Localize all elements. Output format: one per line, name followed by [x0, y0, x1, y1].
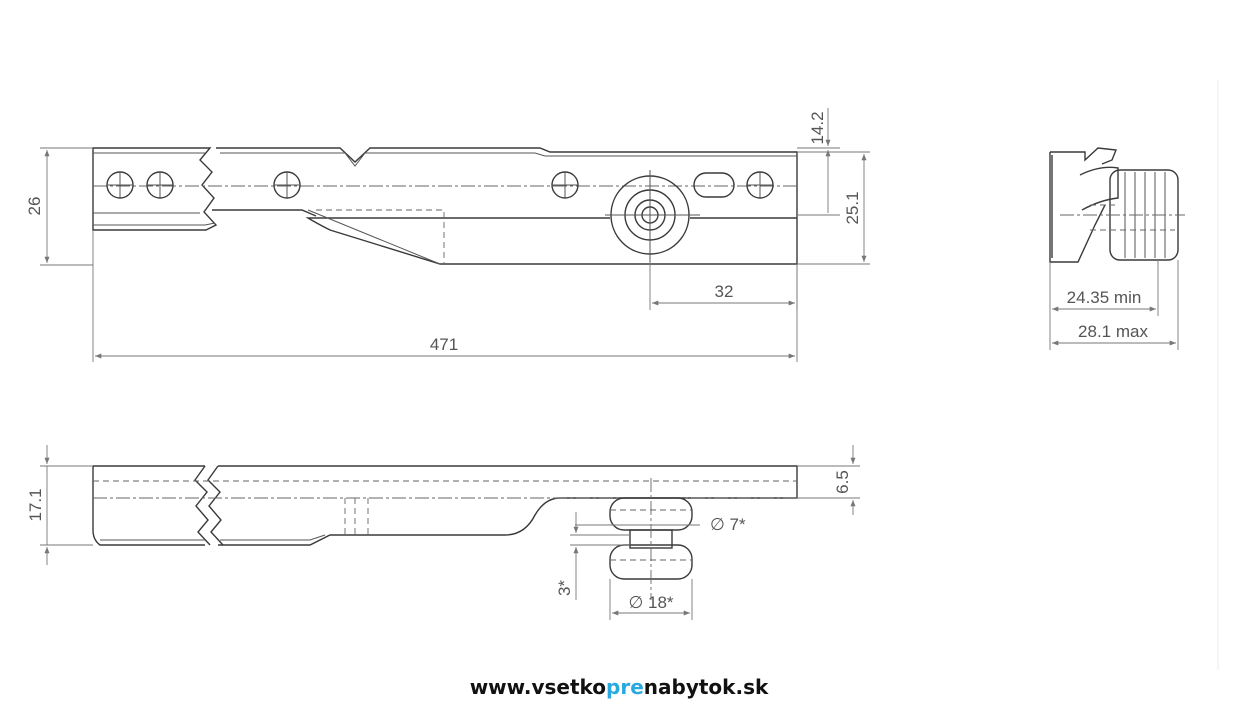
dim-width-max: 28.1 max: [1052, 260, 1179, 350]
dim-wheel-diameter: ∅ 18*: [609, 579, 693, 620]
roller-top: [605, 170, 700, 262]
dim-label-3: 3*: [555, 580, 574, 596]
dim-plate-thickness: 6.5: [797, 445, 860, 515]
dim-overall-height: 26: [25, 147, 93, 266]
dim-label-6-5: 6.5: [833, 470, 852, 494]
dim-label-axle-7: ∅ 7*: [710, 515, 746, 534]
dim-part-height: 25.1: [797, 151, 870, 265]
side-view: 17.1 6.5 ∅ 7* 3* ∅ 18*: [26, 445, 860, 620]
dim-width-min: 24.35 min: [1049, 260, 1159, 350]
mounting-holes: [106, 171, 774, 199]
dim-hole-to-top: 14.2: [797, 108, 840, 216]
dim-label-17-1: 17.1: [26, 488, 45, 521]
url-highlight: pre: [606, 675, 644, 699]
dim-wheel-offset: 3*: [555, 512, 630, 600]
dim-side-height: 17.1: [26, 445, 93, 565]
dim-label-26: 26: [25, 197, 44, 216]
dim-label-14-2: 14.2: [808, 111, 827, 144]
dim-label-28-1-max: 28.1 max: [1078, 322, 1148, 341]
dim-label-471: 471: [430, 335, 458, 354]
dim-label-24-35-min: 24.35 min: [1067, 288, 1142, 307]
dim-label-25-1: 25.1: [843, 191, 862, 224]
dim-overall-length: 471: [92, 230, 798, 362]
url-part-1: www.vsetko: [469, 675, 607, 699]
dim-roller-offset: 32: [649, 262, 798, 310]
top-view-outline-right: [212, 147, 798, 265]
top-view: 26 14.2 25.1 32 471: [25, 108, 870, 362]
website-url[interactable]: www.vsetkoprenabytok.sk: [0, 675, 1238, 699]
top-view-outline: [92, 147, 218, 231]
dim-axle-diameter: ∅ 7*: [575, 515, 746, 534]
url-part-2: nabytok.sk: [643, 675, 769, 699]
roller-side: [609, 478, 693, 600]
end-view: 24.35 min 28.1 max: [1049, 147, 1185, 350]
dim-label-32: 32: [715, 282, 734, 301]
dim-label-wheel-18: ∅ 18*: [628, 593, 673, 612]
